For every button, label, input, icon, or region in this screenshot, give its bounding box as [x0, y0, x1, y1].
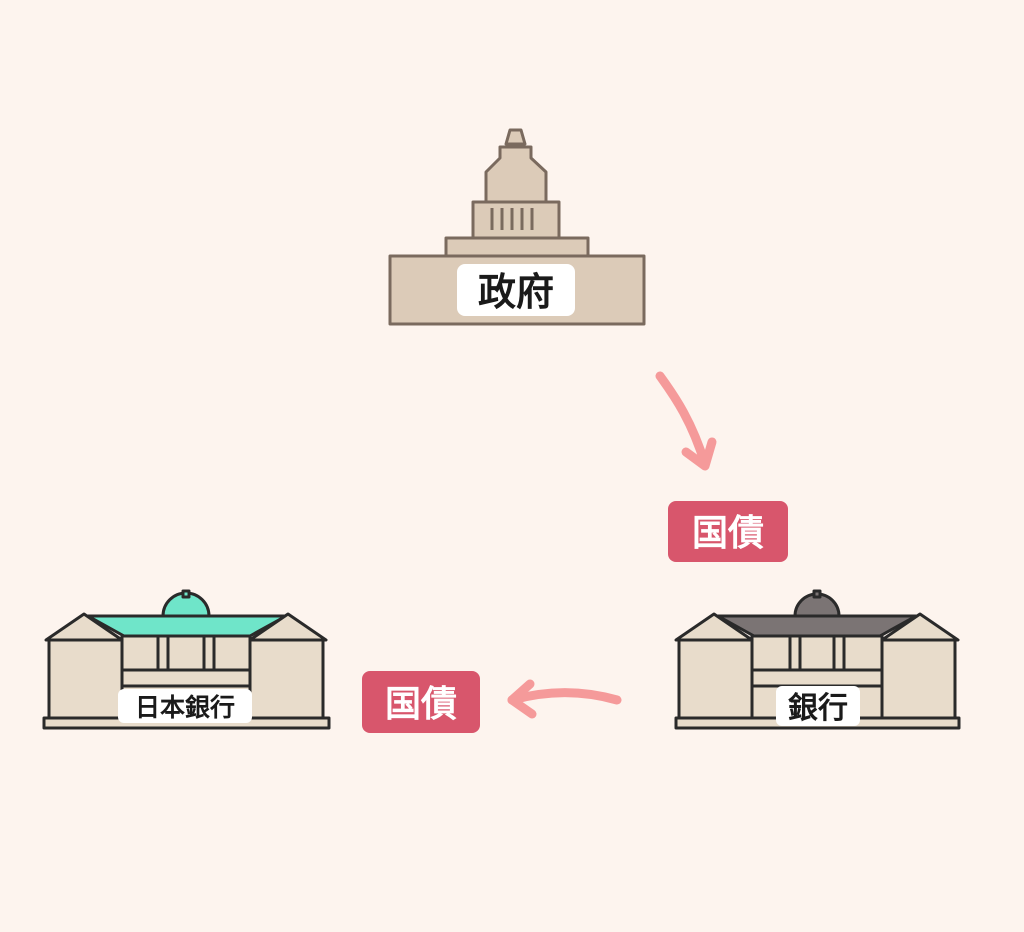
government-label-box	[457, 264, 575, 316]
central-bank-label-box	[118, 689, 252, 723]
government-label: 政府	[478, 270, 554, 314]
bond-label-2: 国債	[385, 684, 457, 725]
bank-label-box	[776, 686, 860, 726]
bond-label-1: 国債	[692, 513, 764, 554]
bond-badge-2	[362, 671, 480, 733]
central-bank-label: 日本銀行	[135, 693, 235, 722]
arrow-government-to-bank	[655, 371, 717, 471]
bond-badge-1	[668, 501, 788, 562]
arrow-bank-to-central-bank	[507, 679, 622, 719]
bank-label: 銀行	[788, 691, 848, 726]
government-columns	[490, 208, 534, 230]
